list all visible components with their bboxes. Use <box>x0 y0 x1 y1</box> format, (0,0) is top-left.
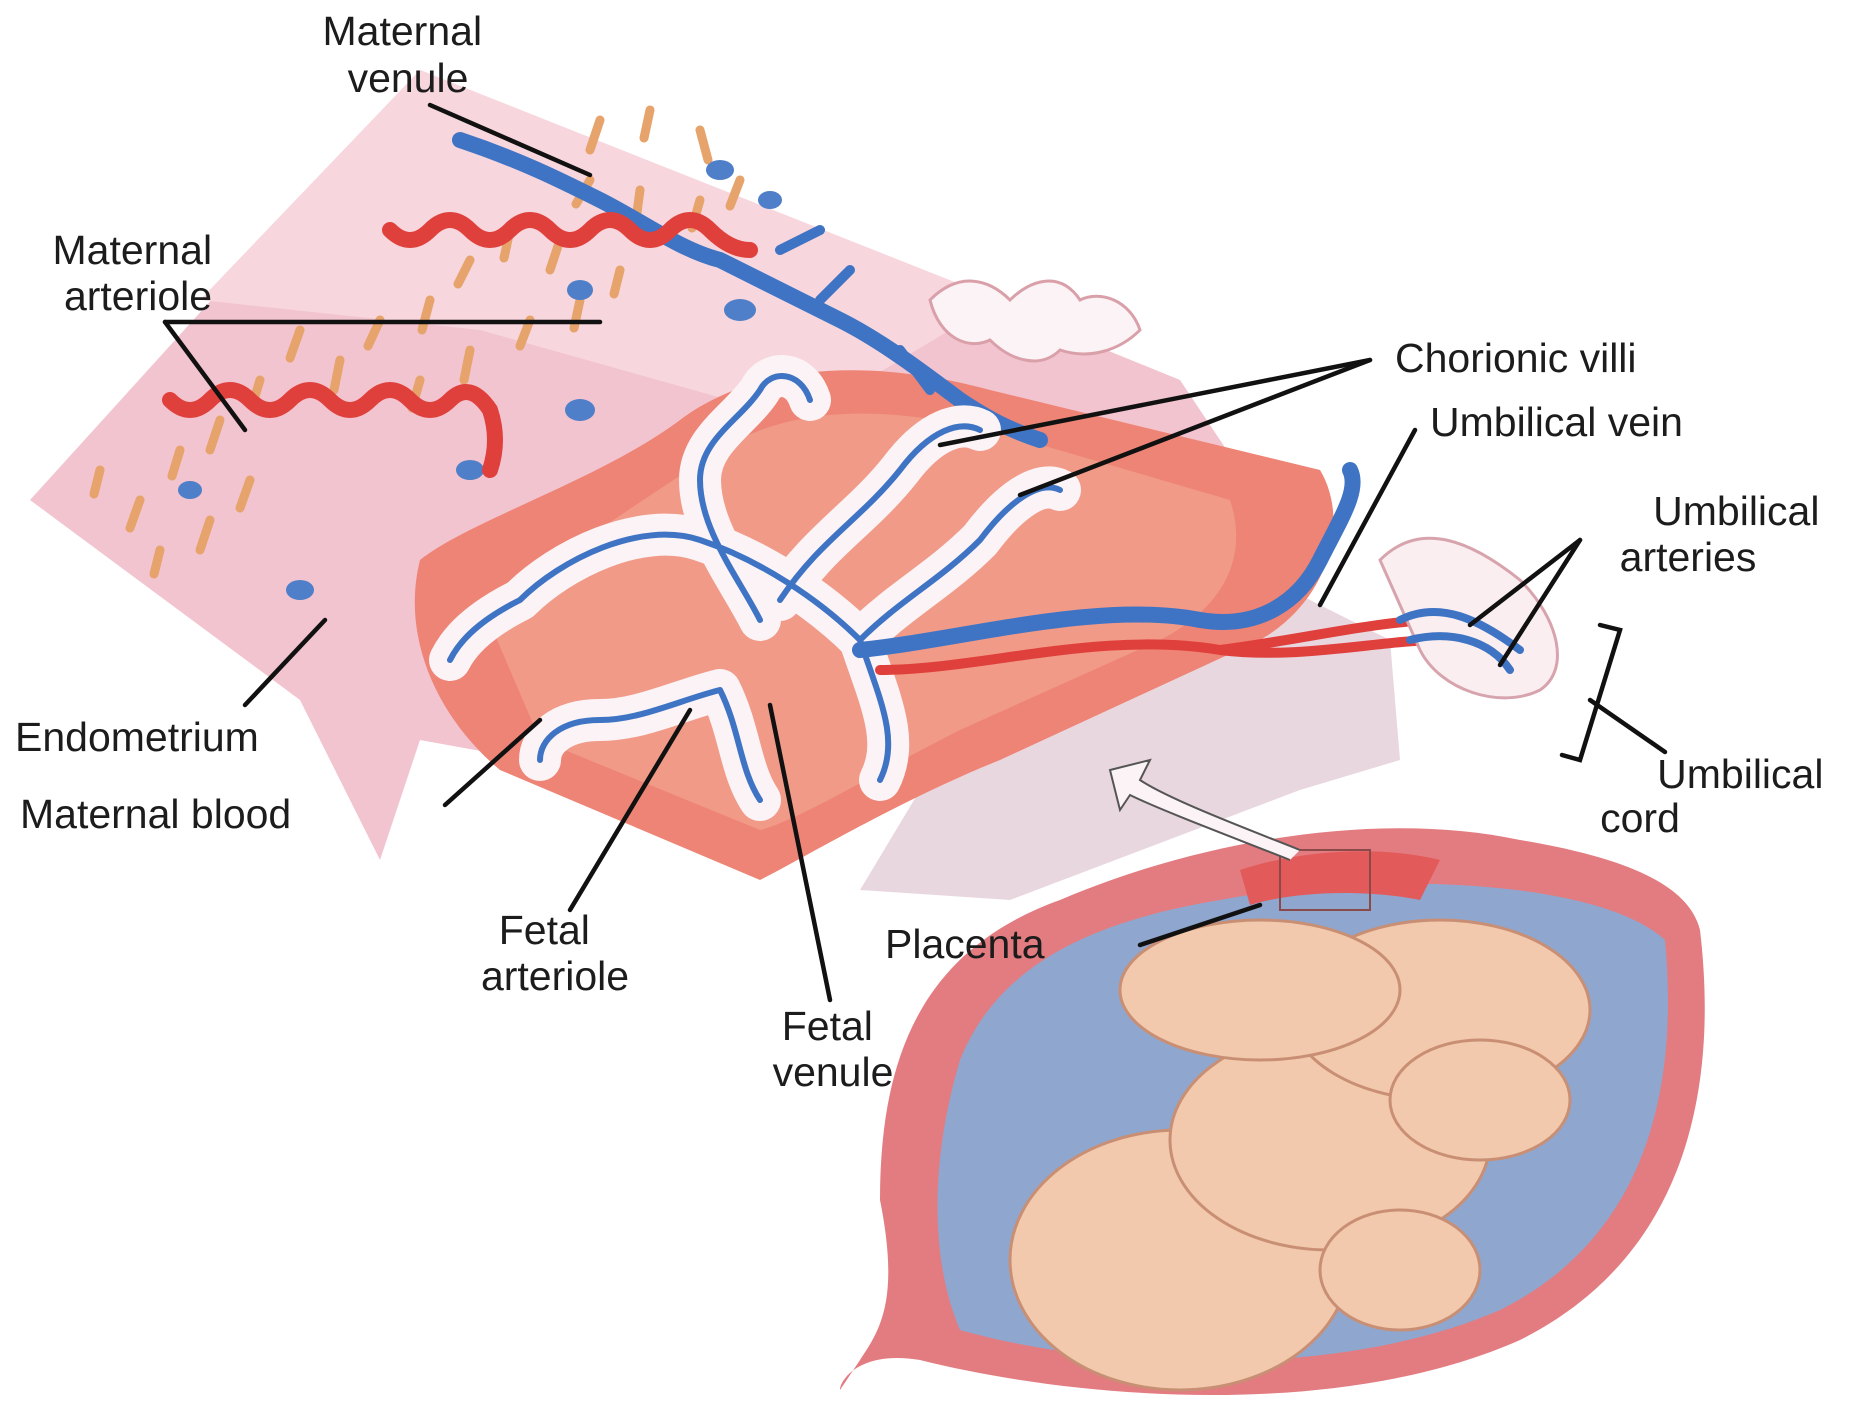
label-maternal-arteriole: Maternal arteriole <box>53 227 224 319</box>
label-fetal-venule: Fetal venule <box>773 1003 894 1095</box>
label-umbilical-arteries: Umbilical arteries <box>1620 488 1831 580</box>
label-maternal-venule: Maternal venule <box>323 8 494 101</box>
label-placenta: Placenta <box>885 921 1045 967</box>
placenta-cross-section <box>30 70 1557 900</box>
leader-umbilical-cord <box>1590 700 1665 752</box>
label-umbilical-vein: Umbilical vein <box>1430 399 1683 445</box>
label-chorionic-villi: Chorionic villi <box>1395 335 1637 381</box>
label-maternal-blood: Maternal blood <box>20 791 291 837</box>
label-endometrium: Endometrium <box>15 714 259 760</box>
label-fetal-arteriole: Fetal arteriole <box>481 907 629 999</box>
label-umbilical-cord: Umbilical cord <box>1600 751 1835 841</box>
umbilical-cord-bracket <box>1562 625 1620 760</box>
